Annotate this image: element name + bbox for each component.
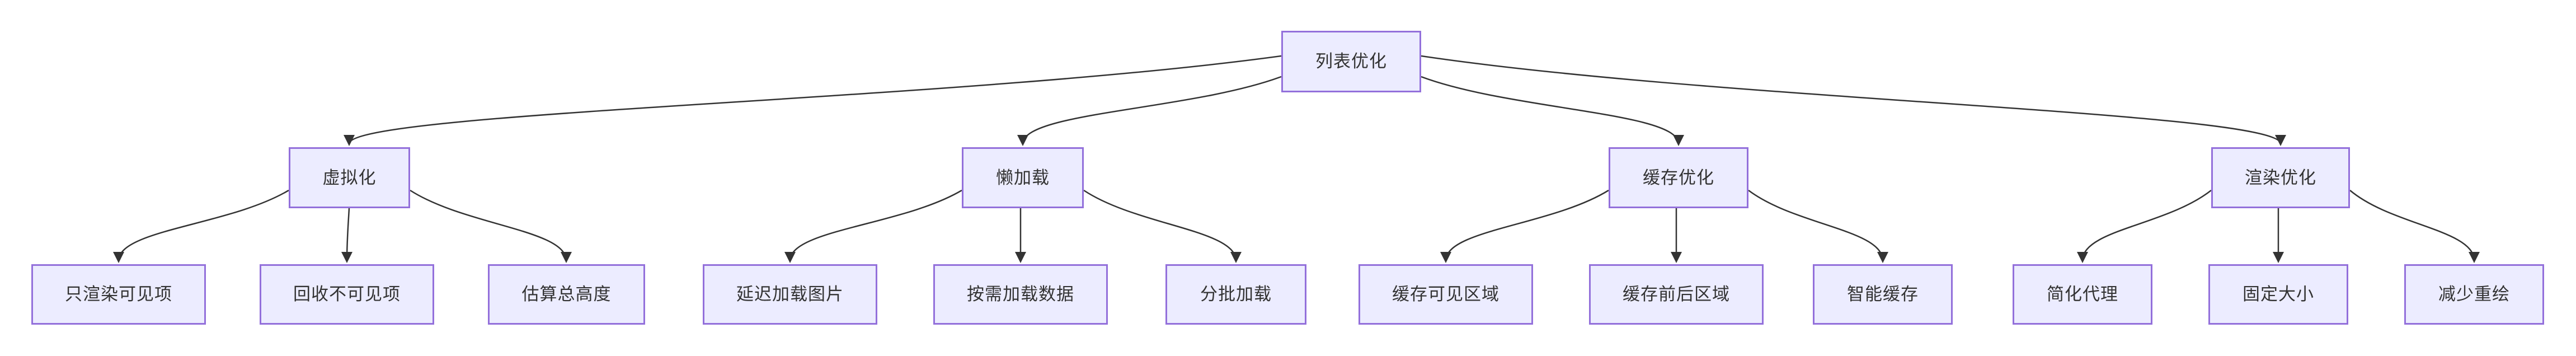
node-fixed-size[interactable]: 固定大小 <box>2208 264 2348 325</box>
node-label: 只渲染可见项 <box>65 284 172 305</box>
node-label: 估算总高度 <box>521 284 612 305</box>
node-label: 固定大小 <box>2243 284 2314 305</box>
node-defer-image-loading[interactable]: 延迟加载图片 <box>703 264 877 325</box>
edge-virtualization-to-estimate-total-height <box>410 189 572 263</box>
edge-root-to-render-optimization <box>1421 55 2286 146</box>
node-label: 缓存前后区域 <box>1623 284 1730 305</box>
node-label: 减少重绘 <box>2438 284 2510 305</box>
edge-virtualization-to-render-visible-only <box>113 189 289 263</box>
edge-cache-optimization-to-cache-visible-area <box>1440 189 1609 263</box>
edge-root-to-cache-optimization <box>1421 76 1684 146</box>
node-smart-cache[interactable]: 智能缓存 <box>1813 264 1953 325</box>
node-label: 渲染优化 <box>2245 167 2316 188</box>
edge-render-optimization-to-reduce-repaint <box>2349 190 2480 263</box>
node-lazy-loading[interactable]: 懒加载 <box>962 147 1084 208</box>
node-label: 缓存优化 <box>1643 167 1714 188</box>
edge-render-optimization-to-simplify-proxy <box>2077 190 2212 263</box>
node-list-optimization[interactable]: 列表优化 <box>1281 31 1421 92</box>
node-recycle-invisible[interactable]: 回收不可见项 <box>260 264 434 325</box>
edge-lazy-loading-to-batch-loading <box>1083 189 1242 263</box>
edge-virtualization-to-recycle-invisible <box>341 208 353 263</box>
node-render-optimization[interactable]: 渲染优化 <box>2211 147 2350 208</box>
node-label: 延迟加载图片 <box>736 284 844 305</box>
node-virtualization[interactable]: 虚拟化 <box>289 147 410 208</box>
node-cache-surrounding-area[interactable]: 缓存前后区域 <box>1589 264 1764 325</box>
edge-cache-optimization-to-smart-cache <box>1748 189 1888 263</box>
node-label: 简化代理 <box>2047 284 2118 305</box>
node-batch-loading[interactable]: 分批加载 <box>1165 264 1306 325</box>
node-label: 缓存可见区域 <box>1392 284 1499 305</box>
edge-root-to-virtualization <box>344 55 1282 146</box>
node-label: 分批加载 <box>1200 284 1272 305</box>
edge-lazy-loading-to-defer-image-loading <box>784 189 962 263</box>
node-label: 虚拟化 <box>322 167 377 188</box>
node-label: 按需加载数据 <box>967 284 1074 305</box>
node-label: 懒加载 <box>996 167 1050 188</box>
node-render-visible-only[interactable]: 只渲染可见项 <box>31 264 206 325</box>
node-load-data-on-demand[interactable]: 按需加载数据 <box>933 264 1108 325</box>
node-label: 回收不可见项 <box>293 284 401 305</box>
node-reduce-repaint[interactable]: 减少重绘 <box>2404 264 2544 325</box>
edge-root-to-lazy-loading <box>1017 76 1282 146</box>
node-cache-optimization[interactable]: 缓存优化 <box>1609 147 1748 208</box>
node-label: 智能缓存 <box>1847 284 1919 305</box>
node-label: 列表优化 <box>1315 51 1387 72</box>
node-estimate-total-height[interactable]: 估算总高度 <box>488 264 645 325</box>
node-simplify-proxy[interactable]: 简化代理 <box>2013 264 2152 325</box>
node-cache-visible-area[interactable]: 缓存可见区域 <box>1358 264 1533 325</box>
